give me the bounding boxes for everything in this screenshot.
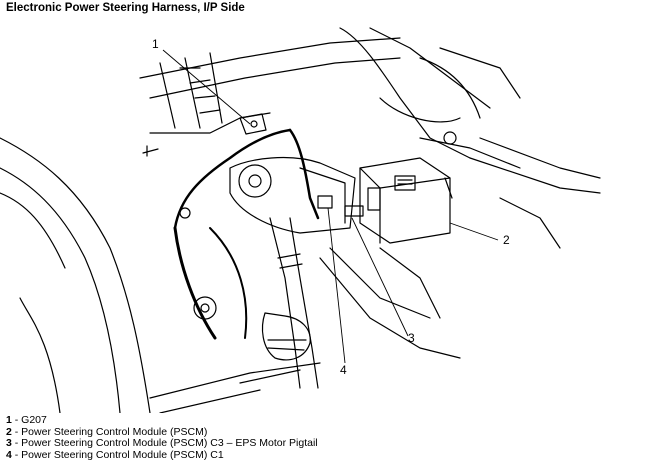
callout-4: 4 bbox=[340, 363, 347, 377]
harness-main bbox=[173, 226, 217, 340]
cross-car-beam bbox=[139, 37, 401, 79]
connector-c3 bbox=[344, 205, 364, 217]
callout-1-leader bbox=[162, 49, 251, 125]
callout-3-leader bbox=[351, 217, 409, 337]
connector-c1 bbox=[317, 195, 333, 209]
steering-harness-illustration: 1 2 3 4 bbox=[0, 27, 601, 413]
callout-2-leader bbox=[449, 222, 499, 241]
callout-2: 2 bbox=[503, 233, 510, 247]
callout-1: 1 bbox=[152, 37, 159, 51]
steering-column bbox=[229, 156, 356, 234]
intermediate-shaft bbox=[269, 217, 301, 389]
legend-row-3: 3 - Power Steering Control Module (PSCM)… bbox=[6, 437, 318, 450]
callout-4-leader bbox=[327, 207, 346, 364]
ground-g207 bbox=[239, 113, 267, 135]
legend-row-2: 2 - Power Steering Control Module (PSCM) bbox=[6, 425, 208, 438]
legend: 1 - G207 2 - Power Steering Control Modu… bbox=[6, 414, 318, 461]
diagram-title: Electronic Power Steering Harness, I/P S… bbox=[6, 2, 245, 14]
callout-3: 3 bbox=[408, 331, 415, 345]
dash-trim-left bbox=[0, 137, 151, 413]
legend-row-1: 1 - G207 bbox=[6, 414, 47, 426]
bolt-right bbox=[444, 177, 453, 199]
column-upper-mount bbox=[339, 27, 471, 159]
legend-row-4: 4 - Power Steering Control Module (PSCM)… bbox=[6, 448, 224, 461]
bolt-left bbox=[142, 145, 159, 157]
pscm-module bbox=[359, 157, 451, 244]
